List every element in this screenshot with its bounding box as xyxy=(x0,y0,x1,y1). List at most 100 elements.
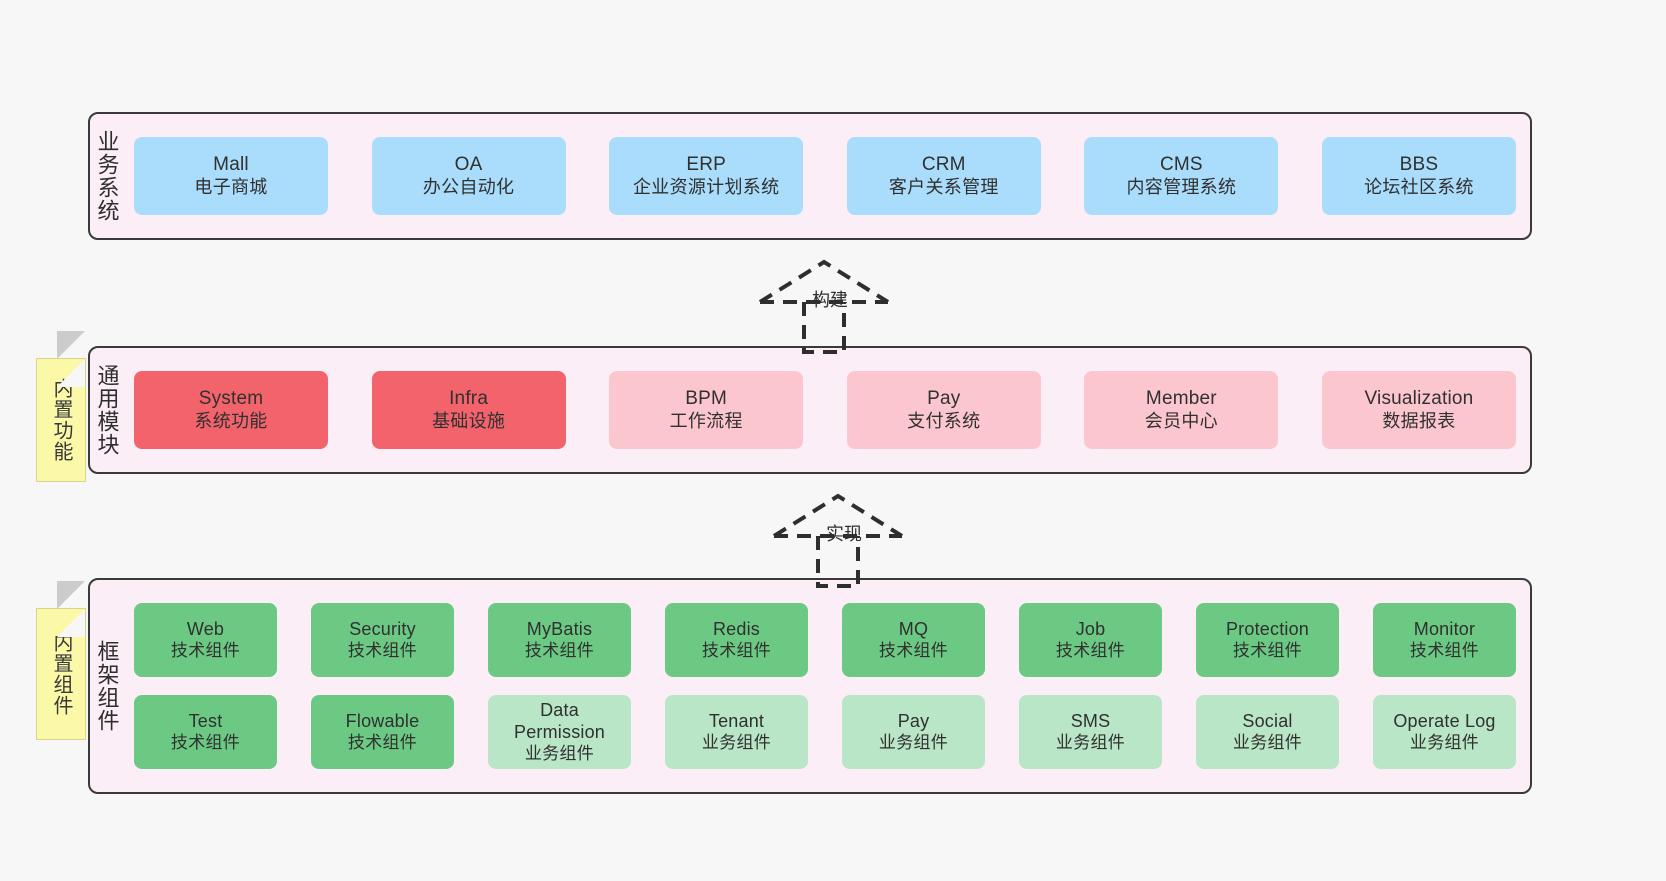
card-member[interactable]: Member 会员中心 xyxy=(1084,371,1279,449)
card-subtitle: 技术组件 xyxy=(524,640,595,660)
card-mall[interactable]: Mall 电子商城 xyxy=(134,137,328,215)
card-subtitle: 工作流程 xyxy=(669,410,743,431)
layer-framework-components: 框架组件 Web 技术组件 Security 技术组件 MyBatis 技术组件… xyxy=(88,578,1532,794)
card-title: Member xyxy=(1145,388,1217,410)
note-fold-corner-icon xyxy=(57,581,85,637)
layer-common-modules: 通用模块 System 系统功能 Infra 基础设施 BPM 工作流程 Pay… xyxy=(88,346,1532,474)
note-fold-corner-icon xyxy=(57,331,85,387)
card-subtitle: 业务组件 xyxy=(1232,732,1303,752)
card-subtitle: 会员中心 xyxy=(1144,410,1218,431)
card-system[interactable]: System 系统功能 xyxy=(134,371,328,449)
card-subtitle: 技术组件 xyxy=(347,640,418,660)
card-title: Flowable xyxy=(345,710,420,731)
layer-business-systems: 业务系统 Mall 电子商城 OA 办公自动化 ERP 企业资源计划系统 CRM… xyxy=(88,112,1532,240)
connector-build-label: 构建 xyxy=(812,290,848,310)
card-oa[interactable]: OA 办公自动化 xyxy=(371,137,566,215)
card-erp[interactable]: ERP 企业资源计划系统 xyxy=(609,137,804,215)
arrow-shaft-path xyxy=(816,536,860,588)
layer-title-business-systems: 业务系统 xyxy=(94,130,120,222)
card-row-tech: Web 技术组件 Security 技术组件 MyBatis 技术组件 Redi… xyxy=(134,603,1516,677)
card-subtitle: 企业资源计划系统 xyxy=(632,176,780,197)
connector-build: 构建 xyxy=(752,256,912,356)
card-subtitle: 技术组件 xyxy=(1409,640,1480,660)
card-visualization[interactable]: Visualization 数据报表 xyxy=(1321,371,1516,449)
card-title: Test xyxy=(188,710,223,731)
card-bpm[interactable]: BPM 工作流程 xyxy=(609,371,804,449)
card-row: System 系统功能 Infra 基础设施 BPM 工作流程 Pay 支付系统… xyxy=(134,371,1516,449)
card-subtitle: 技术组件 xyxy=(170,640,241,660)
card-tenant[interactable]: Tenant 业务组件 xyxy=(665,695,808,769)
card-subtitle: 业务组件 xyxy=(701,732,772,752)
card-subtitle: 支付系统 xyxy=(907,410,981,431)
card-title: Data Permission xyxy=(513,699,606,742)
note-label: 内置组件 xyxy=(50,632,72,716)
card-title: Job xyxy=(1075,618,1106,639)
card-web[interactable]: Web 技术组件 xyxy=(134,603,277,677)
card-operate-log[interactable]: Operate Log 业务组件 xyxy=(1373,695,1516,769)
card-title: ERP xyxy=(686,154,727,176)
card-title: Security xyxy=(349,618,416,639)
card-mybatis[interactable]: MyBatis 技术组件 xyxy=(488,603,631,677)
card-subtitle: 技术组件 xyxy=(878,640,949,660)
card-crm[interactable]: CRM 客户关系管理 xyxy=(846,137,1041,215)
card-sms[interactable]: SMS 业务组件 xyxy=(1019,695,1162,769)
card-subtitle: 论坛社区系统 xyxy=(1364,176,1474,197)
card-subtitle: 基础设施 xyxy=(431,410,506,431)
card-subtitle: 数据报表 xyxy=(1382,410,1456,431)
card-title: Tenant xyxy=(708,710,765,731)
card-job[interactable]: Job 技术组件 xyxy=(1019,603,1162,677)
card-pay-business[interactable]: Pay 业务组件 xyxy=(842,695,985,769)
card-cms[interactable]: CMS 内容管理系统 xyxy=(1084,137,1279,215)
card-subtitle: 业务组件 xyxy=(1055,732,1126,752)
card-subtitle: 技术组件 xyxy=(1232,640,1303,660)
layer-body-business-systems: Mall 电子商城 OA 办公自动化 ERP 企业资源计划系统 CRM 客户关系… xyxy=(124,114,1530,238)
arrow-head-path xyxy=(772,493,904,538)
card-title: Operate Log xyxy=(1393,710,1496,731)
card-redis[interactable]: Redis 技术组件 xyxy=(665,603,808,677)
card-bbs[interactable]: BBS 论坛社区系统 xyxy=(1321,137,1516,215)
card-title: Monitor xyxy=(1413,618,1476,639)
card-social[interactable]: Social 业务组件 xyxy=(1196,695,1339,769)
card-infra[interactable]: Infra 基础设施 xyxy=(371,371,566,449)
note-builtin-components: 内置组件 xyxy=(36,581,86,740)
card-monitor[interactable]: Monitor 技术组件 xyxy=(1373,603,1516,677)
note-label: 内置功能 xyxy=(50,378,72,462)
card-title: CRM xyxy=(921,154,966,176)
card-flowable[interactable]: Flowable 技术组件 xyxy=(311,695,454,769)
card-subtitle: 内容管理系统 xyxy=(1126,176,1237,197)
card-pay[interactable]: Pay 支付系统 xyxy=(846,371,1041,449)
card-subtitle: 办公自动化 xyxy=(422,176,515,197)
card-title: System xyxy=(198,388,264,410)
card-title: BPM xyxy=(685,388,728,410)
card-subtitle: 业务组件 xyxy=(878,732,949,752)
card-subtitle: 系统功能 xyxy=(194,410,268,431)
card-row-business: Test 技术组件 Flowable 技术组件 Data Permission … xyxy=(134,695,1516,769)
card-protection[interactable]: Protection 技术组件 xyxy=(1196,603,1339,677)
card-mq[interactable]: MQ 技术组件 xyxy=(842,603,985,677)
arrow-head-path xyxy=(758,259,890,304)
layer-body-common-modules: System 系统功能 Infra 基础设施 BPM 工作流程 Pay 支付系统… xyxy=(124,348,1530,472)
card-title: CMS xyxy=(1159,154,1203,176)
card-title: Infra xyxy=(449,388,489,410)
card-title: Social xyxy=(1242,710,1293,731)
card-security[interactable]: Security 技术组件 xyxy=(311,603,454,677)
card-subtitle: 技术组件 xyxy=(701,640,772,660)
card-subtitle: 客户关系管理 xyxy=(888,176,999,197)
card-title: MyBatis xyxy=(526,618,593,639)
connector-implement: 实现 xyxy=(766,490,926,590)
card-data-permission[interactable]: Data Permission 业务组件 xyxy=(488,695,631,769)
card-title: SMS xyxy=(1070,710,1111,731)
card-row: Mall 电子商城 OA 办公自动化 ERP 企业资源计划系统 CRM 客户关系… xyxy=(134,137,1516,215)
card-subtitle: 电子商城 xyxy=(194,176,268,197)
layer-title-framework-components: 框架组件 xyxy=(94,640,120,732)
card-subtitle: 业务组件 xyxy=(1409,732,1480,752)
card-title: Redis xyxy=(712,618,761,639)
card-title: Visualization xyxy=(1364,388,1474,410)
layer-title-common-modules: 通用模块 xyxy=(94,364,120,456)
card-test[interactable]: Test 技术组件 xyxy=(134,695,277,769)
card-title: OA xyxy=(454,154,483,176)
card-subtitle: 业务组件 xyxy=(524,743,595,763)
card-subtitle: 技术组件 xyxy=(1055,640,1126,660)
card-title: MQ xyxy=(898,618,929,639)
card-title: Web xyxy=(186,618,225,639)
